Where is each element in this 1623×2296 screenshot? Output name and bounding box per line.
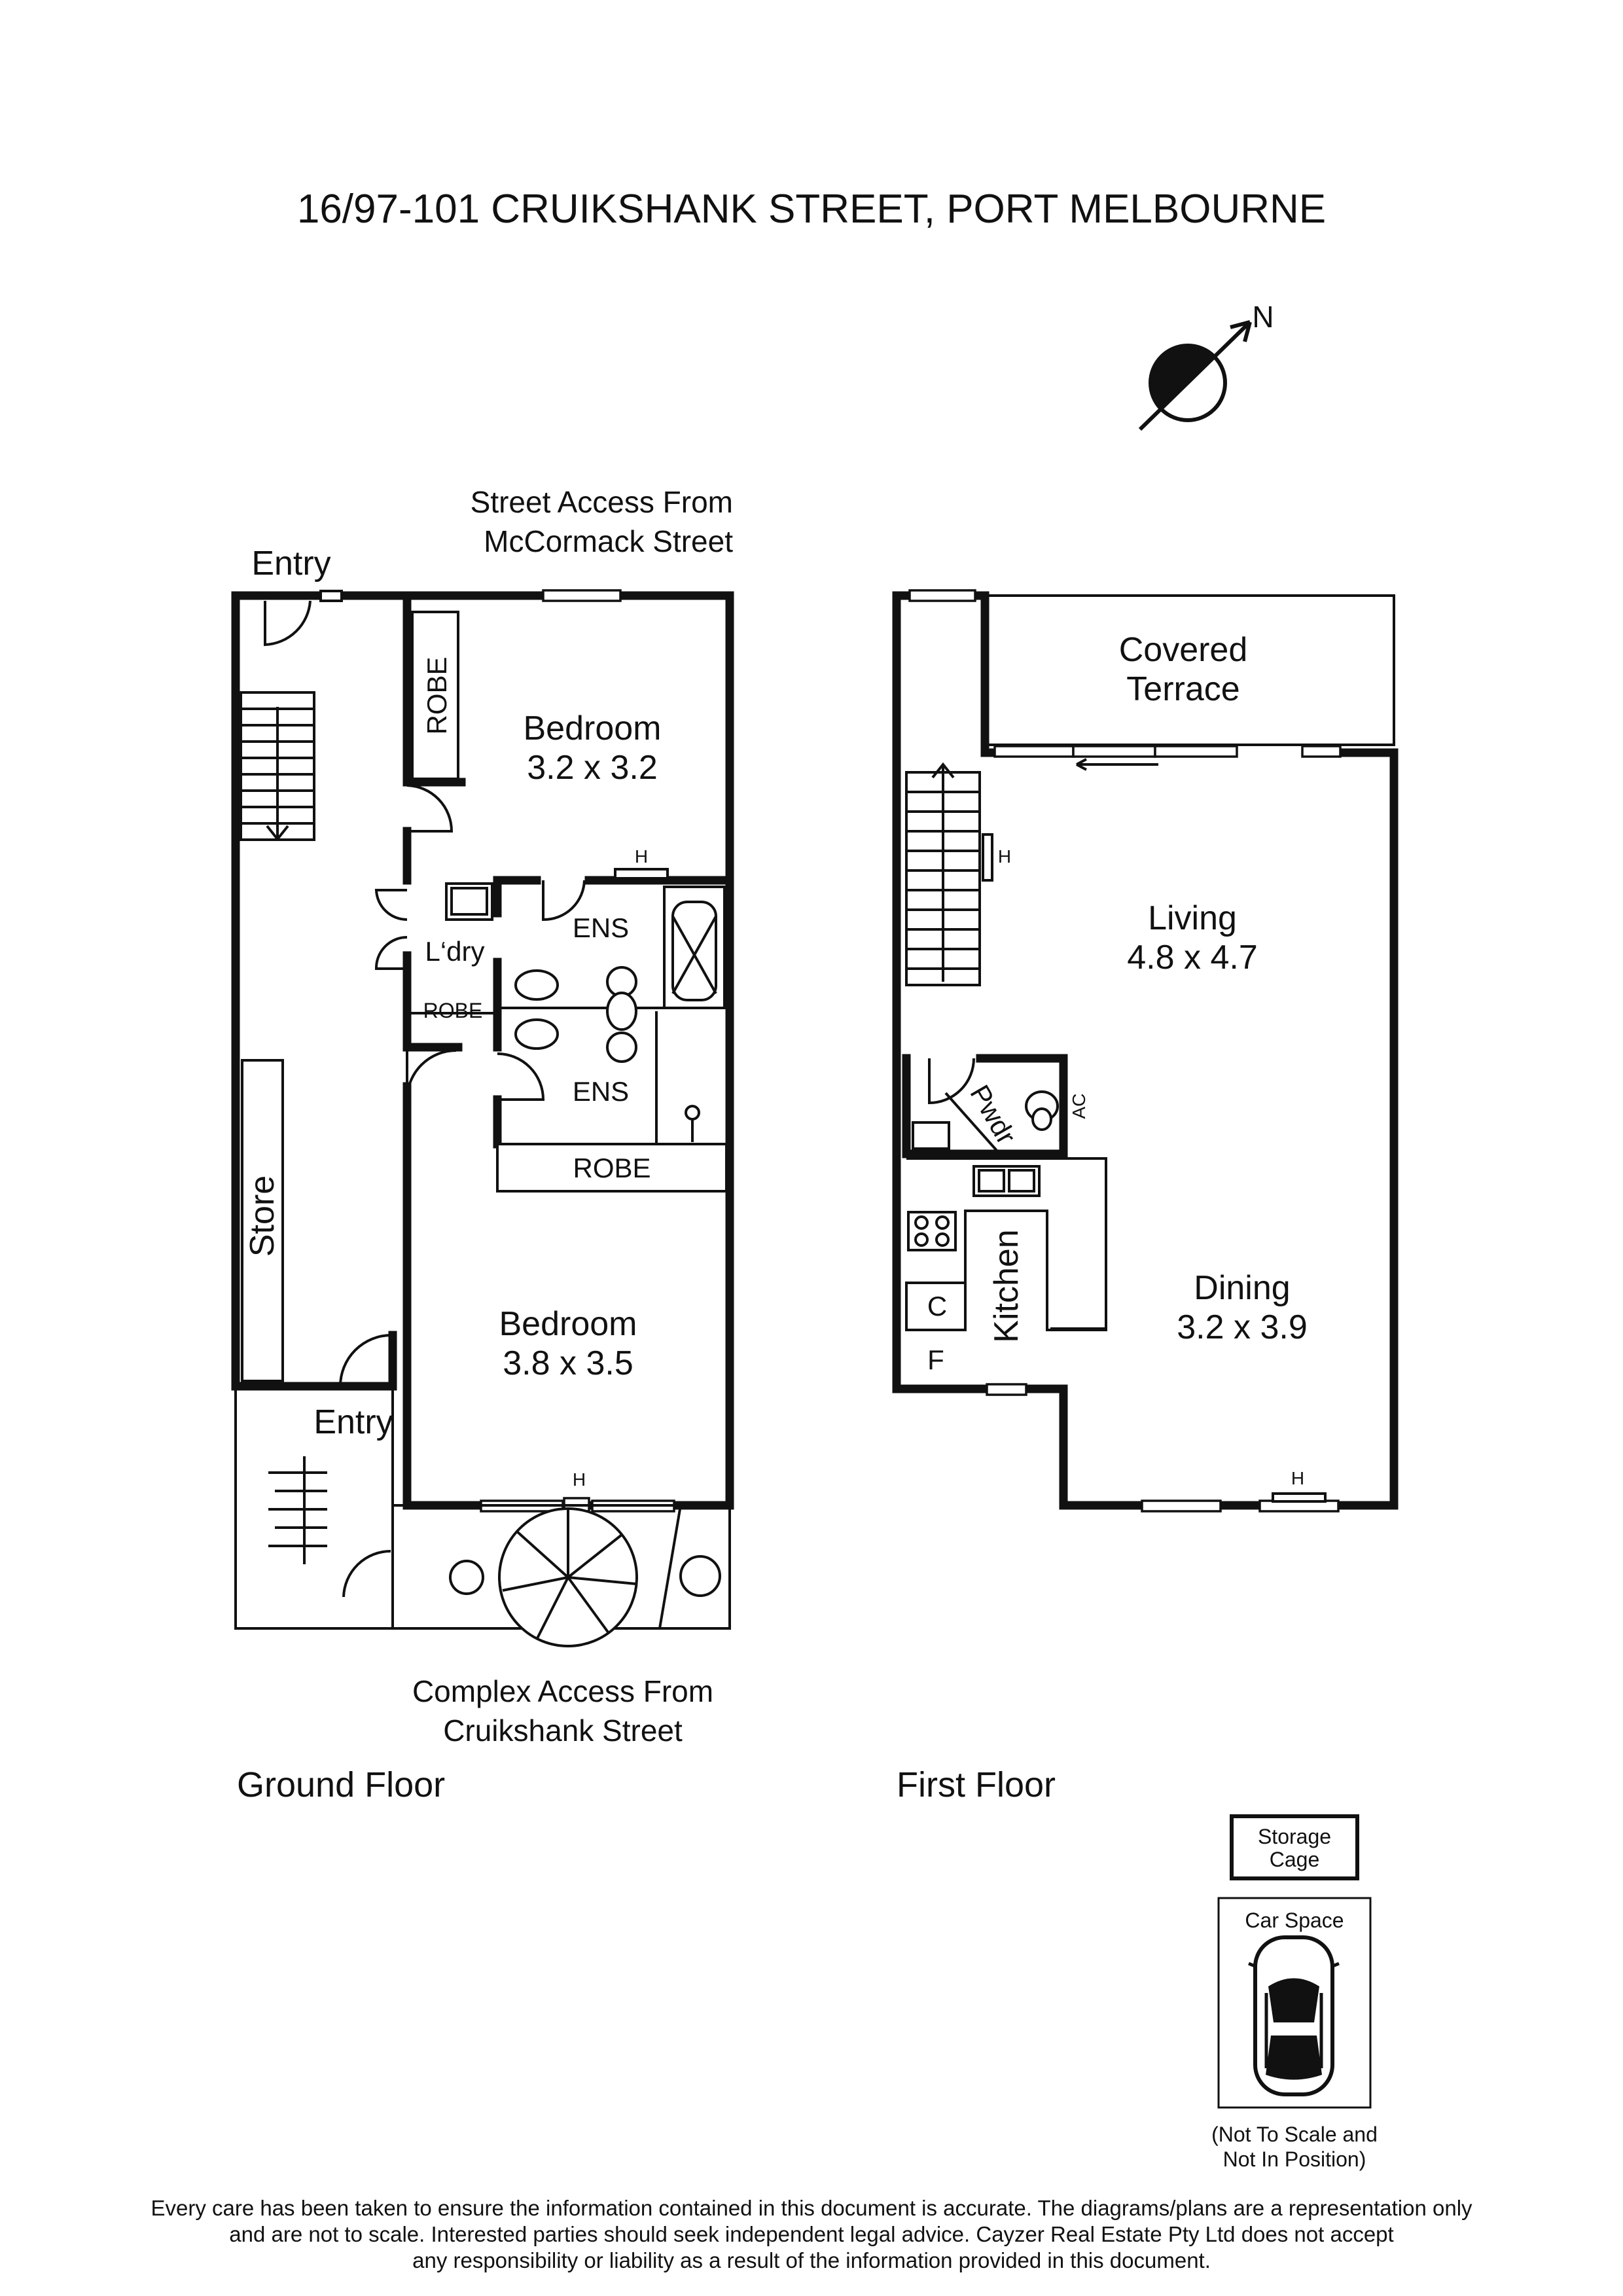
heater-mark-stair: H [998,846,1011,867]
complex-access-line1: Complex Access From [412,1674,713,1708]
robe-long-label: ROBE [573,1153,651,1183]
heater-mark-1: H [635,846,648,867]
disclaimer-line1: Every care has been taken to ensure the … [151,2196,1472,2220]
toilet-icon [514,966,637,1063]
bedroom1-size: 3.2 x 3.2 [527,749,657,787]
entry-top-label: Entry [251,545,330,583]
car-icon [1248,1935,1340,2096]
storage-cage-box [1230,1814,1359,1880]
heater-mark-dining: H [1291,1468,1304,1488]
fridge-label: F [927,1344,944,1375]
not-to-scale-line2: Not In Position) [1223,2147,1366,2171]
car-space-label: Car Space [1245,1909,1344,1932]
entry-bottom-label: Entry [313,1403,393,1441]
storage-line1: Storage [1258,1825,1331,1848]
cupboard-label: C [927,1291,947,1321]
storage-line2: Cage [1270,1848,1320,1871]
living-size: 4.8 x 4.7 [1127,939,1257,977]
living-name: Living [1148,899,1237,937]
kitchen-label: Kitchen [988,1229,1026,1342]
terrace-line2: Terrace [1126,670,1240,708]
stair-icon [905,762,981,986]
bath-icon [663,886,726,1009]
street-access-line1: Street Access From [471,485,733,519]
terrace-line1: Covered [1119,631,1248,669]
dining-size: 3.2 x 3.9 [1177,1308,1307,1346]
powder-label: Pwdr [964,1080,1022,1149]
dining-name: Dining [1194,1269,1290,1307]
property-title: 16/97-101 CRUIKSHANK STREET, PORT MELBOU… [297,187,1326,232]
ensuite1-label: ENS [573,912,629,943]
store-label: Store [243,1175,281,1257]
bedroom2-name: Bedroom [499,1305,637,1343]
not-to-scale-line1: (Not To Scale and [1211,2123,1378,2146]
disclaimer-line2: and are not to scale. Interested parties… [229,2222,1393,2246]
robe-small-label: ROBE [423,999,483,1022]
north-arrow-icon [1138,320,1252,431]
heater-mark-2: H [573,1469,586,1490]
north-label: N [1252,300,1274,334]
spiral-stair-icon [498,1507,638,1647]
robe-top-label: ROBE [421,656,452,734]
laundry-label: L‘dry [425,936,484,967]
stair-icon [240,691,315,842]
clothesline-icon [268,1456,327,1564]
ground-floor-label: Ground Floor [237,1765,445,1804]
ensuite2-label: ENS [573,1076,629,1107]
bedroom2-size: 3.8 x 3.5 [503,1344,633,1382]
first-floor-plan [892,589,1399,1513]
bedroom1-name: Bedroom [524,709,662,747]
ground-floor-plan [231,589,734,1647]
first-floor-label: First Floor [897,1765,1056,1804]
complex-access-line2: Cruikshank Street [443,1713,683,1748]
ac-label: AC [1069,1094,1089,1119]
disclaimer-line3: any responsibility or liability as a res… [412,2248,1211,2272]
street-access-line2: McCormack Street [484,524,733,558]
